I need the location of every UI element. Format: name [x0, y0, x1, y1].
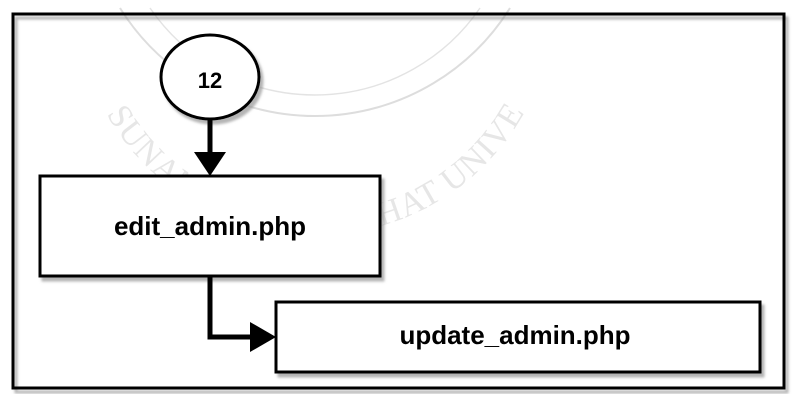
arrow-edit-to-update: [207, 276, 276, 352]
update-admin-node: update_admin.php: [274, 300, 762, 374]
edit-admin-label: edit_admin.php: [114, 211, 306, 241]
connector-label: 12: [198, 68, 222, 93]
arrow-connector-to-edit: [194, 119, 226, 176]
connector-node: 12: [159, 33, 261, 121]
edit-admin-node: edit_admin.php: [38, 174, 382, 278]
update-admin-label: update_admin.php: [399, 320, 630, 350]
outer-frame: [11, 12, 786, 390]
